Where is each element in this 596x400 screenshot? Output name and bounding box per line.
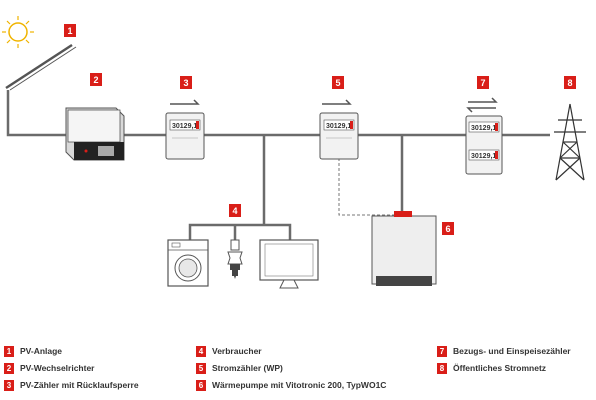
- svg-text:8: 8: [567, 78, 572, 88]
- badge-3: 3: [180, 76, 192, 89]
- badge-6: 6: [442, 222, 454, 235]
- wiring: [6, 90, 550, 240]
- meter-7-icon: 30129,1 30129,1: [465, 97, 503, 175]
- svg-text:6: 6: [445, 224, 450, 234]
- svg-text:1: 1: [67, 26, 72, 36]
- meter-3-icon: 30129,1: [165, 99, 205, 160]
- svg-text:4: 4: [232, 206, 237, 216]
- meter-5-icon: 30129,1: [319, 99, 359, 160]
- monitor-icon: [259, 239, 319, 289]
- badge-4: 4: [229, 204, 241, 217]
- badge-2: 2: [90, 73, 102, 86]
- inverter-icon: [65, 107, 125, 161]
- svg-text:7: 7: [480, 78, 485, 88]
- control-line-dashed: [338, 158, 396, 216]
- number-badges: 1 2 3 4 5 6 7 8: [64, 24, 576, 235]
- wire-consumer-branch: [188, 223, 292, 240]
- badge-1: 1: [64, 24, 76, 37]
- badge-5: 5: [332, 76, 344, 89]
- meter-3-reading: 30129,1: [172, 123, 197, 130]
- heat-pump-icon: [371, 211, 437, 286]
- badge-7: 7: [477, 76, 489, 89]
- svg-text:3: 3: [183, 78, 188, 88]
- svg-text:5: 5: [335, 78, 340, 88]
- svg-text:2: 2: [93, 75, 98, 85]
- meter-7-reading-export: 30129,1: [471, 153, 496, 160]
- washing-machine-icon: [167, 239, 209, 287]
- sun-icon: [2, 16, 34, 48]
- meter-5-reading: 30129,1: [326, 123, 351, 130]
- badge-8: 8: [564, 76, 576, 89]
- pv-panel-icon: [5, 43, 77, 91]
- meter-7-reading-import: 30129,1: [471, 125, 496, 132]
- wire-pv-to-inverter: [6, 90, 68, 137]
- power-pylon-icon: [554, 103, 586, 181]
- light-bulb-icon: [227, 239, 243, 279]
